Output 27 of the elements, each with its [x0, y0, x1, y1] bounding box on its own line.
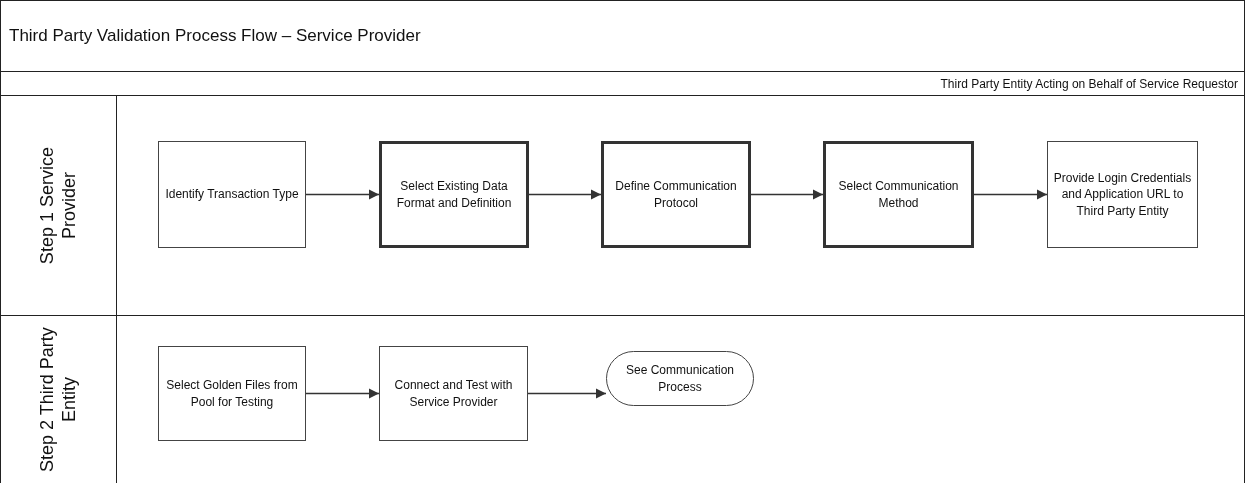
- box-text: Connect and Test with Service Provider: [393, 377, 514, 410]
- arrow: [527, 388, 607, 399]
- arrow: [750, 189, 824, 200]
- box-text: See Communication Process: [624, 362, 736, 395]
- process-box: [1047, 141, 1198, 248]
- process-box: [823, 141, 974, 248]
- box-text: Provide Login Credentials and Application URL to Third Party Entity: [1052, 170, 1193, 219]
- box-text: Select Golden Files from Pool for Testing: [165, 377, 299, 410]
- swimlane: [1, 96, 1244, 316]
- terminator-box: [606, 351, 754, 406]
- lane-title: Step 1 Service Provider: [36, 145, 80, 267]
- box-text: Define Communication Protocol: [614, 178, 738, 211]
- process-box: [158, 346, 306, 441]
- process-box: [379, 141, 529, 248]
- arrow: [973, 189, 1048, 200]
- arrow: [305, 189, 380, 200]
- arrow: [528, 189, 602, 200]
- process-box: [158, 141, 306, 248]
- diagram-title: Third Party Validation Process Flow – Service Provider: [9, 26, 421, 46]
- process-box: [601, 141, 751, 248]
- box-text: Identify Transaction Type: [165, 186, 299, 203]
- box-text: Select Communication Method: [837, 178, 960, 211]
- box-text: Select Existing Data Format and Definition: [395, 178, 513, 211]
- process-box: [379, 346, 528, 441]
- lane-title: Step 2 Third Party Entity: [36, 326, 80, 474]
- arrow: [305, 388, 380, 399]
- lane-note: Third Party Entity Acting on Behalf of Service Requestor: [940, 76, 1238, 91]
